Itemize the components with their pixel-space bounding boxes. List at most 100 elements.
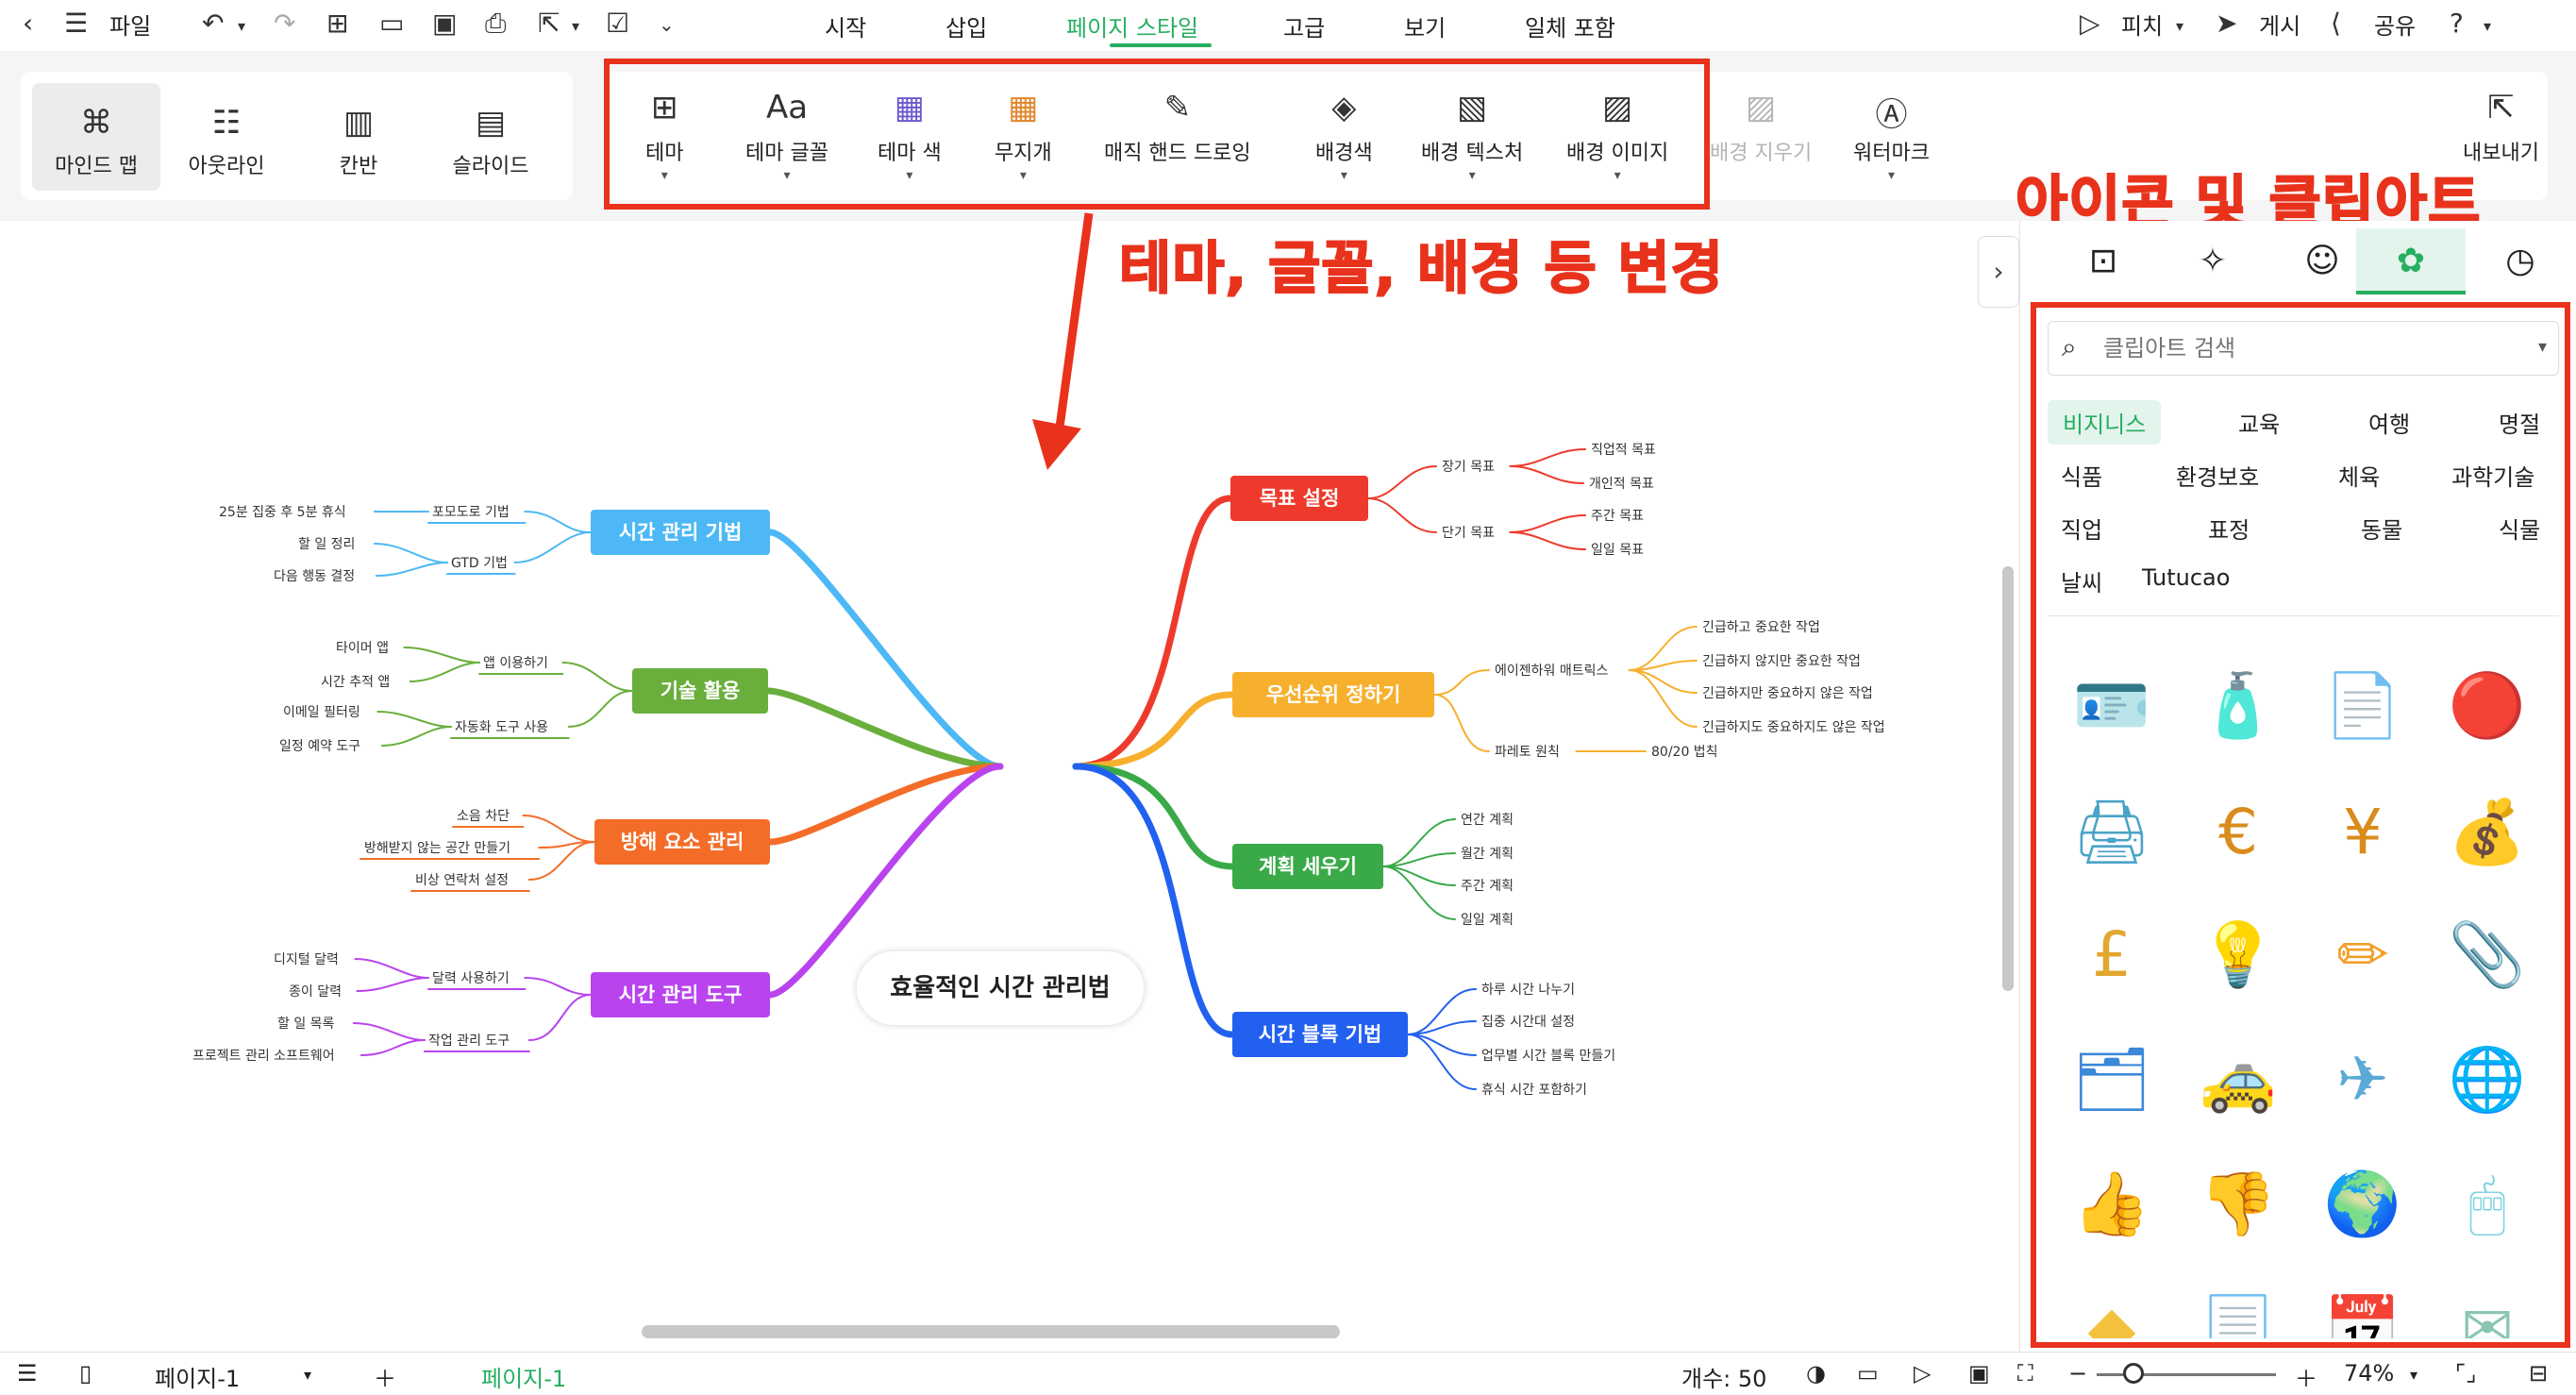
- subtopic[interactable]: 에이젠하워 매트릭스: [1495, 664, 1609, 679]
- leaf-topic[interactable]: 일일 목표: [1591, 543, 1644, 558]
- emoji-tab[interactable]: ☺: [2267, 228, 2377, 294]
- clipart-category[interactable]: 환경보호: [2176, 464, 2260, 491]
- binder-clip-icon[interactable]: 🗂: [2072, 1043, 2151, 1116]
- export-share-icon[interactable]: ⇱: [538, 8, 560, 39]
- printer-icon[interactable]: 🖨: [2072, 796, 2151, 868]
- tab-insert[interactable]: 삽입: [945, 15, 988, 42]
- focus-mode-icon[interactable]: ⌜⌟: [2455, 1360, 2477, 1387]
- clipart-category[interactable]: 표정: [2208, 517, 2250, 544]
- publish-icon[interactable]: ➤: [2216, 8, 2238, 39]
- collapse-panel-button[interactable]: ›: [1978, 236, 2019, 308]
- clipart-category[interactable]: 날씨: [2061, 570, 2103, 597]
- stapler-icon[interactable]: 📎: [2448, 918, 2527, 991]
- book-icon[interactable]: ▭: [1857, 1360, 1879, 1387]
- page-select-dropdown-icon[interactable]: ▾: [304, 1366, 312, 1384]
- subtopic[interactable]: 단기 목표: [1442, 526, 1495, 541]
- leaf-topic[interactable]: 긴급하지 않지만 중요한 작업: [1702, 654, 1861, 669]
- subtopic[interactable]: GTD 기법: [451, 556, 508, 571]
- subtopic[interactable]: 일일 계획: [1461, 913, 1514, 928]
- subtopic[interactable]: 월간 계획: [1461, 847, 1514, 862]
- outline-toggle-icon[interactable]: ☰: [17, 1360, 38, 1387]
- leaf-topic[interactable]: 주간 목표: [1591, 509, 1644, 524]
- clipart-category[interactable]: 동물: [2361, 517, 2403, 544]
- main-topic[interactable]: 기술 활용: [632, 668, 768, 714]
- outline-view-button[interactable]: ☷ 아웃라인: [162, 83, 291, 191]
- save-icon[interactable]: ▣: [432, 8, 458, 39]
- subtopic[interactable]: 비상 연락처 설정: [415, 873, 510, 888]
- clipart-search-input[interactable]: [2103, 331, 2500, 365]
- page-list-icon[interactable]: ▯: [79, 1360, 92, 1387]
- main-topic[interactable]: 시간 관리 도구: [591, 972, 770, 1017]
- gold-bars-icon[interactable]: ◆: [2087, 1292, 2136, 1338]
- computer-mouse-icon[interactable]: 🖱: [2468, 1168, 2506, 1240]
- zoom-out-icon[interactable]: −: [2068, 1360, 2088, 1387]
- subtopic[interactable]: 자동화 도구 사용: [455, 720, 549, 735]
- undo-dropdown-icon[interactable]: ▾: [238, 17, 246, 35]
- earth-icon[interactable]: 🌍: [2323, 1168, 2402, 1240]
- clipart-category[interactable]: 비지니스: [2048, 400, 2162, 445]
- export-button[interactable]: ⇱ 내보내기: [2463, 89, 2539, 165]
- horizontal-scrollbar[interactable]: [642, 1325, 1340, 1338]
- fit-page-icon[interactable]: ▣: [1968, 1360, 1990, 1387]
- slide-view-button[interactable]: ▤ 슬라이드: [427, 83, 555, 191]
- leaf-topic[interactable]: 개인적 목표: [1589, 477, 1654, 492]
- leaf-topic[interactable]: 80/20 법칙: [1651, 745, 1718, 760]
- leaf-topic[interactable]: 긴급하지만 중요하지 않은 작업: [1702, 686, 1873, 701]
- subtopic[interactable]: 장기 목표: [1442, 460, 1495, 475]
- main-topic[interactable]: 우선순위 정하기: [1232, 672, 1434, 717]
- desk-lamp-icon[interactable]: 💡: [2199, 918, 2278, 991]
- rubber-stamp-icon[interactable]: 🔴: [2448, 669, 2527, 742]
- clipart-category[interactable]: 과학기술: [2451, 464, 2535, 491]
- leaf-topic[interactable]: 프로젝트 관리 소프트웨어: [192, 1049, 335, 1064]
- subtopic[interactable]: 파레토 원칙: [1495, 745, 1560, 760]
- clipart-category[interactable]: 체육: [2338, 464, 2381, 491]
- leaf-topic[interactable]: 디지털 달력: [274, 952, 339, 967]
- thumbs-down-icon[interactable]: 👎: [2199, 1168, 2278, 1240]
- tab-all-included[interactable]: 일체 포함: [1525, 15, 1615, 42]
- leaf-topic[interactable]: 일정 예약 도구: [279, 739, 361, 754]
- leaf-topic[interactable]: 긴급하지도 중요하지도 않은 작업: [1702, 720, 1885, 735]
- leaf-topic[interactable]: 시간 추적 앱: [321, 675, 391, 690]
- vertical-scrollbar[interactable]: [2002, 566, 2014, 991]
- zoom-slider-handle[interactable]: [2123, 1363, 2144, 1384]
- play-icon[interactable]: ▷: [1914, 1360, 1932, 1387]
- tab-page-style[interactable]: 페이지 스타일: [1066, 15, 1199, 42]
- document-icon[interactable]: 📃: [2199, 1292, 2278, 1338]
- leaf-topic[interactable]: 긴급하고 중요한 작업: [1702, 620, 1820, 635]
- share-icon[interactable]: ⟨: [2331, 8, 2341, 39]
- subtopic[interactable]: 달력 사용하기: [432, 971, 510, 986]
- clipart-search[interactable]: ⌕ ▾: [2048, 321, 2559, 376]
- leaf-topic[interactable]: 할 일 목록: [277, 1017, 335, 1032]
- print-icon[interactable]: ⎙: [485, 8, 507, 39]
- clear-background-button[interactable]: ▨ 배경 지우기: [1710, 89, 1813, 165]
- subtopic[interactable]: 주간 계획: [1461, 879, 1514, 894]
- fullscreen-icon[interactable]: ⛶: [2017, 1360, 2033, 1387]
- subtopic[interactable]: 하루 시간 나누기: [1481, 983, 1576, 998]
- subtopic[interactable]: 소음 차단: [457, 809, 510, 824]
- glue-bottle-icon[interactable]: 🧴: [2199, 669, 2278, 742]
- magic-hand-drawing-button[interactable]: ✎ 매직 핸드 드로잉: [1104, 89, 1251, 165]
- zoom-dropdown-icon[interactable]: ▾: [2410, 1366, 2418, 1384]
- theme-status-icon[interactable]: ◑: [1806, 1360, 1826, 1387]
- clipart-tab[interactable]: ✿: [2356, 228, 2466, 294]
- zoom-in-icon[interactable]: ＋: [2295, 1366, 2317, 1392]
- taxi-icon[interactable]: 🚕: [2199, 1043, 2278, 1116]
- yen-coin-icon[interactable]: ¥: [2343, 796, 2383, 868]
- main-topic[interactable]: 시간 블록 기법: [1232, 1012, 1408, 1057]
- add-page-icon[interactable]: ＋: [374, 1366, 396, 1392]
- history-tab[interactable]: ◷: [2466, 228, 2575, 294]
- pound-money-bag-icon[interactable]: £: [2092, 918, 2132, 991]
- subtopic[interactable]: 방해받지 않는 공간 만들기: [364, 841, 511, 856]
- theme-color-button[interactable]: ▦ 테마 색 ▾: [878, 89, 942, 183]
- main-topic[interactable]: 방해 요소 관리: [594, 819, 770, 865]
- subtopic[interactable]: 업무별 시간 블록 만들기: [1481, 1049, 1616, 1064]
- publish-button[interactable]: 게시: [2259, 13, 2301, 40]
- pitch-dropdown-icon[interactable]: ▾: [2176, 17, 2184, 35]
- dollar-money-bag-icon[interactable]: 💰: [2448, 796, 2527, 868]
- clipart-category[interactable]: 명절: [2499, 412, 2541, 438]
- subtopic[interactable]: 포모도로 기법: [432, 505, 510, 520]
- file-menu[interactable]: 파일: [109, 13, 152, 40]
- clipart-category[interactable]: Tutucao: [2142, 564, 2231, 591]
- thumbs-up-icon[interactable]: 👍: [2072, 1168, 2151, 1240]
